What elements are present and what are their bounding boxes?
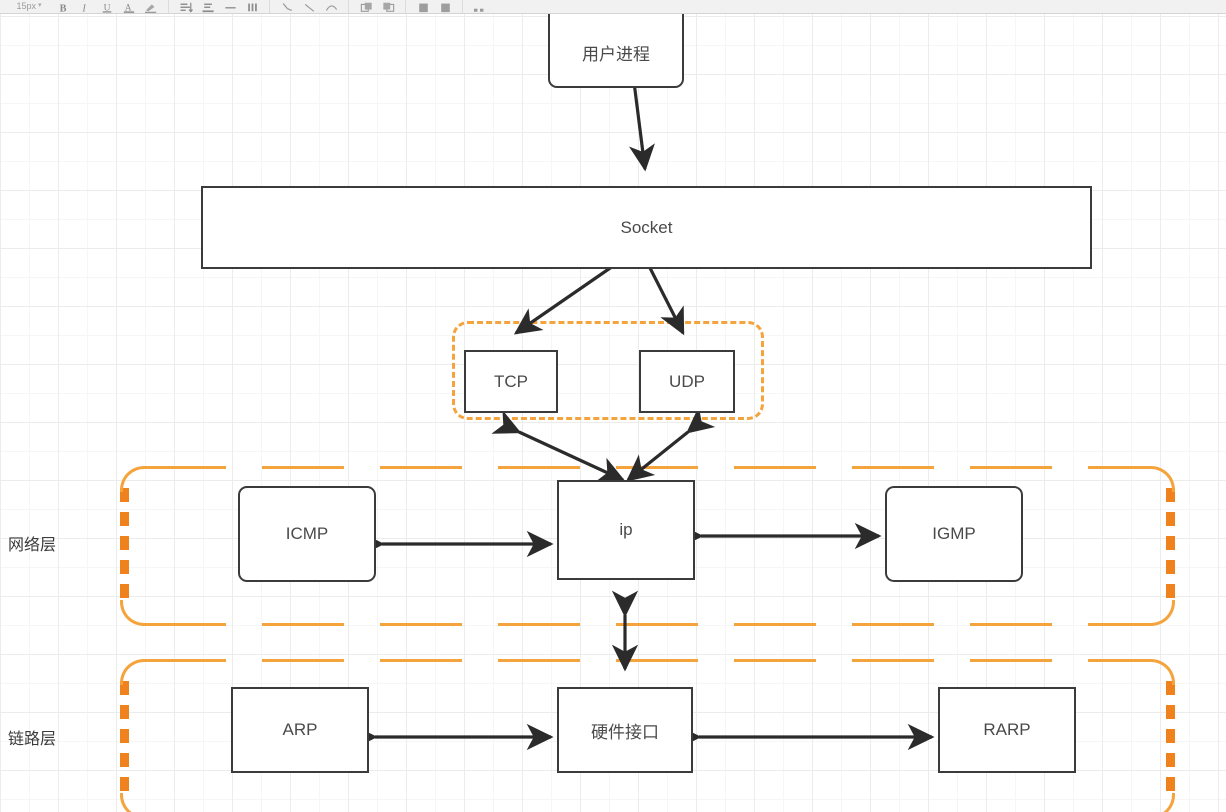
node-label: TCP — [494, 371, 528, 391]
group-corner-bottom-right — [1149, 600, 1175, 626]
connector-curve-icon[interactable] — [320, 0, 342, 13]
group-edge-right — [1166, 488, 1175, 604]
group-edge-left — [120, 488, 129, 604]
group-edge-top — [144, 659, 1151, 662]
text-color-icon[interactable]: A — [118, 0, 140, 13]
node-user-process[interactable]: 用户进程 — [548, 14, 684, 88]
connector-straight-icon[interactable] — [298, 0, 320, 13]
svg-text:U: U — [104, 3, 111, 13]
underline-icon[interactable]: U — [96, 0, 118, 13]
group-corner-top-left — [120, 466, 146, 492]
node-ip[interactable]: ip — [557, 480, 695, 580]
connector-userprocess-socket — [617, 56, 655, 172]
more-options-icon[interactable] — [469, 0, 491, 13]
node-label: UDP — [669, 371, 705, 391]
node-label: RARP — [983, 720, 1031, 739]
highlight-color-icon[interactable] — [140, 0, 162, 13]
node-label: ARP — [282, 720, 318, 739]
bold-icon[interactable]: B — [52, 0, 74, 13]
toolbar-group-more — [463, 0, 497, 13]
vertical-align-icon[interactable] — [197, 0, 219, 13]
node-igmp[interactable]: IGMP — [885, 486, 1023, 582]
connector-elbow-icon[interactable] — [276, 0, 298, 13]
group-corner-top-right — [1149, 659, 1175, 685]
toolbar-group-arrange — [349, 0, 406, 13]
line-width-icon[interactable] — [241, 0, 263, 13]
toolbar-group-paragraph — [169, 0, 270, 13]
node-socket[interactable]: Socket — [201, 186, 1092, 269]
node-label: ip — [619, 520, 633, 539]
group-corner-top-right — [1149, 466, 1175, 492]
connector-tcp-ip — [491, 409, 626, 482]
toolbar-group-connector — [270, 0, 349, 13]
svg-text:I: I — [81, 3, 86, 13]
toolbar-group-fill — [406, 0, 463, 13]
group-edge-right — [1166, 681, 1175, 797]
chevron-down-icon: ▾ — [38, 2, 42, 9]
connector-udp-ip — [626, 406, 716, 482]
fill-color-icon[interactable] — [412, 0, 434, 13]
font-size-select[interactable]: 15px ▾ — [6, 0, 52, 13]
node-tcp[interactable]: TCP — [464, 350, 558, 413]
italic-icon[interactable]: I — [74, 0, 96, 13]
line-style-icon[interactable] — [219, 0, 241, 13]
node-label: Socket — [620, 217, 673, 237]
text-align-icon[interactable] — [175, 0, 197, 13]
layer-label-link: 链路层 — [8, 731, 57, 748]
format-toolbar: 15px ▾ B I U A — [0, 0, 1226, 14]
bring-forward-icon[interactable] — [355, 0, 377, 13]
group-edge-top — [144, 466, 1151, 469]
send-backward-icon[interactable] — [377, 0, 399, 13]
group-edge-bottom — [144, 623, 1151, 626]
svg-text:A: A — [125, 3, 132, 13]
group-edge-left — [120, 681, 129, 797]
node-label: ICMP — [285, 524, 329, 543]
shadow-icon[interactable] — [434, 0, 456, 13]
group-corner-bottom-right — [1149, 793, 1175, 812]
group-corner-top-left — [120, 659, 146, 685]
group-corner-bottom-left — [120, 600, 146, 626]
node-udp[interactable]: UDP — [639, 350, 735, 413]
font-size-value: 15px — [16, 1, 36, 11]
group-corner-bottom-left — [120, 793, 146, 812]
connector-socket-udp — [625, 236, 685, 336]
node-arp[interactable]: ARP — [231, 687, 369, 773]
node-hardware-interface[interactable]: 硬件接口 — [557, 687, 693, 773]
node-rarp[interactable]: RARP — [938, 687, 1076, 773]
diagram-canvas[interactable]: 网络层 链路层 用户进程 Socket TCP UDP ICMP ip IGMP… — [0, 14, 1226, 812]
node-label: 硬件接口 — [591, 722, 659, 742]
node-label: 用户进程 — [582, 44, 650, 64]
node-label: IGMP — [932, 524, 976, 543]
svg-text:B: B — [60, 3, 67, 13]
node-icmp[interactable]: ICMP — [238, 486, 376, 582]
connector-socket-tcp — [513, 239, 644, 335]
layer-label-network: 网络层 — [8, 537, 57, 554]
toolbar-group-text-format: 15px ▾ B I U A — [0, 0, 169, 13]
